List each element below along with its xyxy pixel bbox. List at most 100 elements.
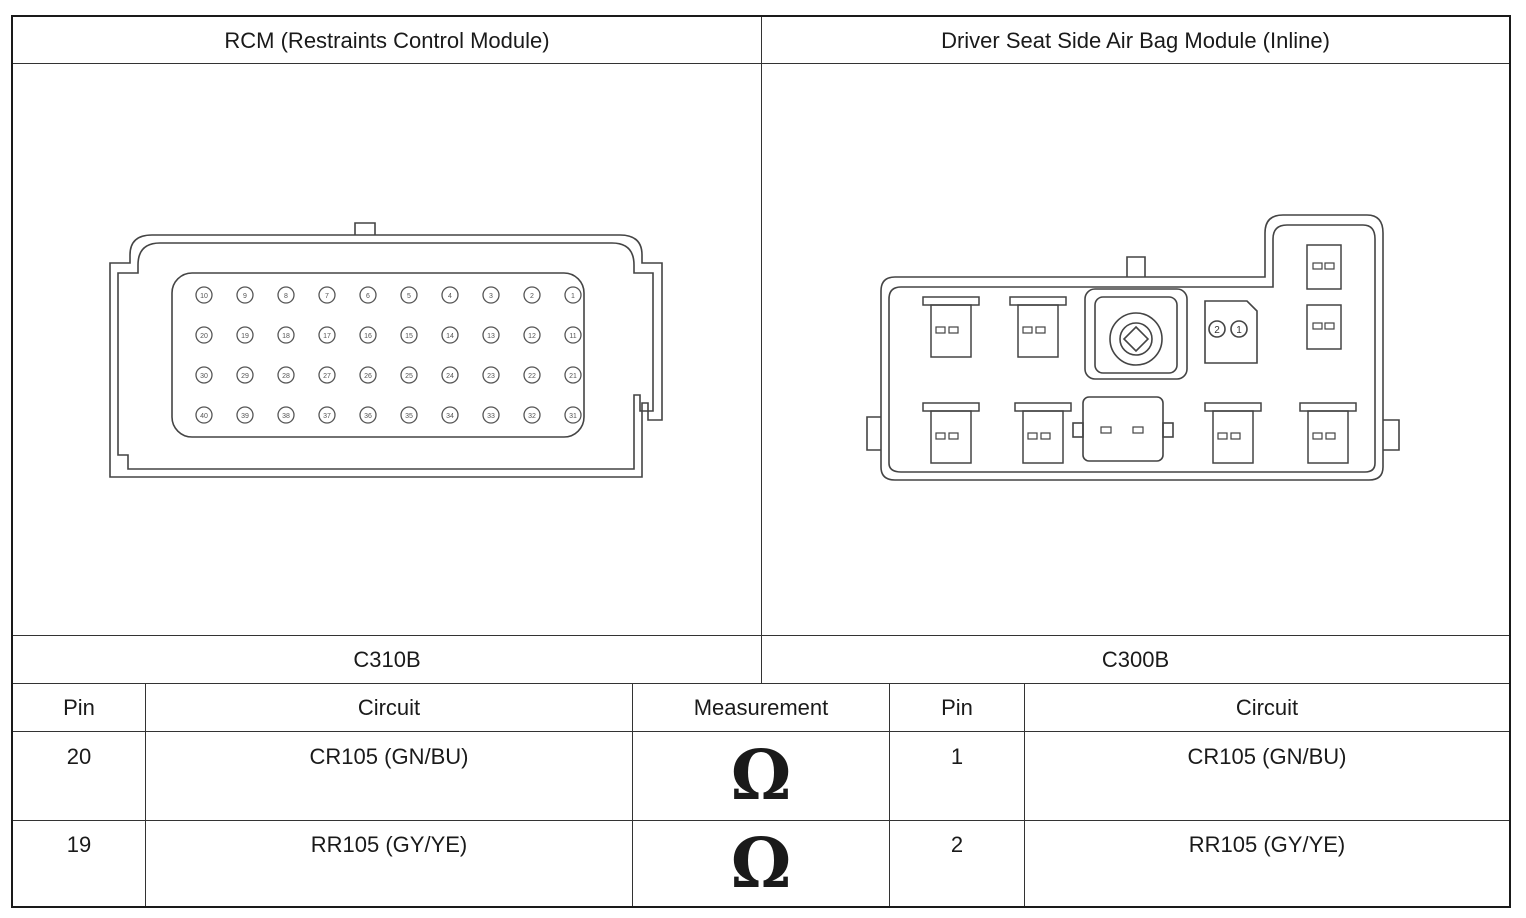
rcm-pin-label: 35 — [405, 413, 413, 420]
rcm-pin-label: 5 — [407, 293, 411, 300]
rcm-pin — [523, 286, 541, 304]
rcm-pin-label: 11 — [569, 333, 576, 340]
rcm-pin — [400, 326, 418, 344]
connector-id-c310b: C310B — [353, 646, 421, 672]
rcm-pin-label: 36 — [364, 413, 372, 420]
row1-circuit-a: CR105 (GN/BU) — [309, 744, 469, 769]
divider-col-4 — [1024, 684, 1025, 906]
inline-cavity — [1014, 402, 1072, 464]
rcm-pin — [236, 406, 254, 424]
divider-col-2 — [632, 684, 633, 906]
rcm-pin-label: 3 — [489, 293, 493, 300]
connector-id-c300b: C300B — [1101, 646, 1170, 672]
inline-cavity — [922, 296, 980, 358]
rcm-pin-label: 4 — [448, 293, 452, 300]
divider-image-bottom — [13, 635, 1509, 636]
row2-pin-b: 2 — [950, 832, 964, 857]
side-airbag-connector-icon: 2 1 — [866, 214, 1400, 481]
rcm-pin-label: 7 — [325, 293, 329, 300]
row1-circuit-b: CR105 (GN/BU) — [1187, 744, 1347, 769]
rcm-pin-label: 16 — [364, 333, 372, 340]
header-pin-b: Pin — [941, 694, 973, 720]
rcm-pin-label: 24 — [446, 373, 454, 380]
inline-cavity — [1306, 244, 1342, 290]
rcm-pin-label: 38 — [282, 413, 290, 420]
row1-ohm-icon: Ω — [730, 736, 792, 816]
rcm-pin-label: 20 — [200, 333, 208, 340]
rcm-pin-label: 6 — [366, 293, 370, 300]
rcm-pin-label: 14 — [446, 333, 454, 340]
rcm-pin-label: 22 — [528, 373, 536, 380]
rcm-pin-label: 9 — [243, 293, 247, 300]
rcm-pin — [359, 366, 377, 384]
row2-circuit-b: RR105 (GY/YE) — [1188, 832, 1346, 857]
rcm-pin — [441, 326, 459, 344]
inline-cavity-wide — [1100, 426, 1144, 434]
rcm-pin-label: 33 — [487, 413, 495, 420]
row2-ohm-icon: Ω — [730, 824, 792, 904]
rcm-pin — [195, 366, 213, 384]
rcm-pin — [236, 366, 254, 384]
rcm-pin — [523, 406, 541, 424]
rcm-pin-label: 1 — [571, 293, 575, 300]
rcm-pin-label: 31 — [569, 413, 577, 420]
inline-pin-label-2: 2 — [1214, 325, 1220, 336]
rcm-pin — [400, 286, 418, 304]
inline-pin-label-1: 1 — [1236, 325, 1242, 336]
row2-circuit-a: RR105 (GY/YE) — [310, 832, 468, 857]
rcm-pin — [564, 366, 582, 384]
row1-pin-b: 1 — [950, 744, 964, 769]
rcm-pin — [564, 286, 582, 304]
rcm-pin — [318, 366, 336, 384]
rcm-pin — [277, 326, 295, 344]
rcm-pin — [195, 326, 213, 344]
inline-cavity — [1204, 402, 1262, 464]
rcm-pin — [482, 406, 500, 424]
rcm-pin — [441, 406, 459, 424]
divider-header — [13, 63, 1509, 64]
rcm-pin-label: 34 — [446, 413, 454, 420]
rcm-pin-label: 18 — [282, 333, 290, 340]
rcm-pin — [400, 366, 418, 384]
divider-vertical-top — [761, 17, 762, 684]
header-measurement: Measurement — [693, 694, 829, 720]
rcm-pin-label: 15 — [405, 333, 413, 340]
inline-cavity — [922, 402, 980, 464]
rcm-pin-label: 21 — [569, 373, 577, 380]
rcm-pin-label: 23 — [487, 373, 495, 380]
rcm-pin-label: 29 — [241, 373, 249, 380]
rcm-pin — [523, 326, 541, 344]
rcm-pin — [236, 286, 254, 304]
header-circuit-b: Circuit — [1235, 694, 1299, 720]
rcm-pin — [482, 366, 500, 384]
rcm-pin — [441, 366, 459, 384]
row1-pin-a: 20 — [66, 744, 92, 769]
divider-table-row — [13, 820, 1509, 821]
side-airbag-title: Driver Seat Side Air Bag Module (Inline) — [941, 27, 1330, 53]
header-circuit-a: Circuit — [357, 694, 421, 720]
rcm-pin — [318, 286, 336, 304]
rcm-pin — [359, 406, 377, 424]
rcm-pin-label: 2 — [530, 293, 534, 300]
rcm-pin-label: 40 — [200, 413, 208, 420]
rcm-pin — [277, 286, 295, 304]
rcm-pin-label: 27 — [323, 373, 331, 380]
rcm-pin-label: 32 — [528, 413, 536, 420]
inline-cavity — [1299, 402, 1357, 464]
rcm-pin — [400, 406, 418, 424]
inline-cavity — [1009, 296, 1067, 358]
rcm-pin-label: 8 — [284, 293, 288, 300]
rcm-pin — [277, 366, 295, 384]
rcm-pin — [441, 286, 459, 304]
rcm-pin — [195, 406, 213, 424]
rcm-pin — [318, 406, 336, 424]
rcm-pin-label: 37 — [323, 413, 331, 420]
rcm-pin — [359, 326, 377, 344]
header-pin-a: Pin — [63, 694, 95, 720]
rcm-pin-label: 10 — [200, 293, 208, 300]
rcm-title: RCM (Restraints Control Module) — [224, 27, 550, 53]
divider-table-header — [13, 731, 1509, 732]
divider-col-1 — [145, 684, 146, 906]
rcm-pin-label: 17 — [323, 333, 331, 340]
rcm-pin-label: 28 — [282, 373, 290, 380]
